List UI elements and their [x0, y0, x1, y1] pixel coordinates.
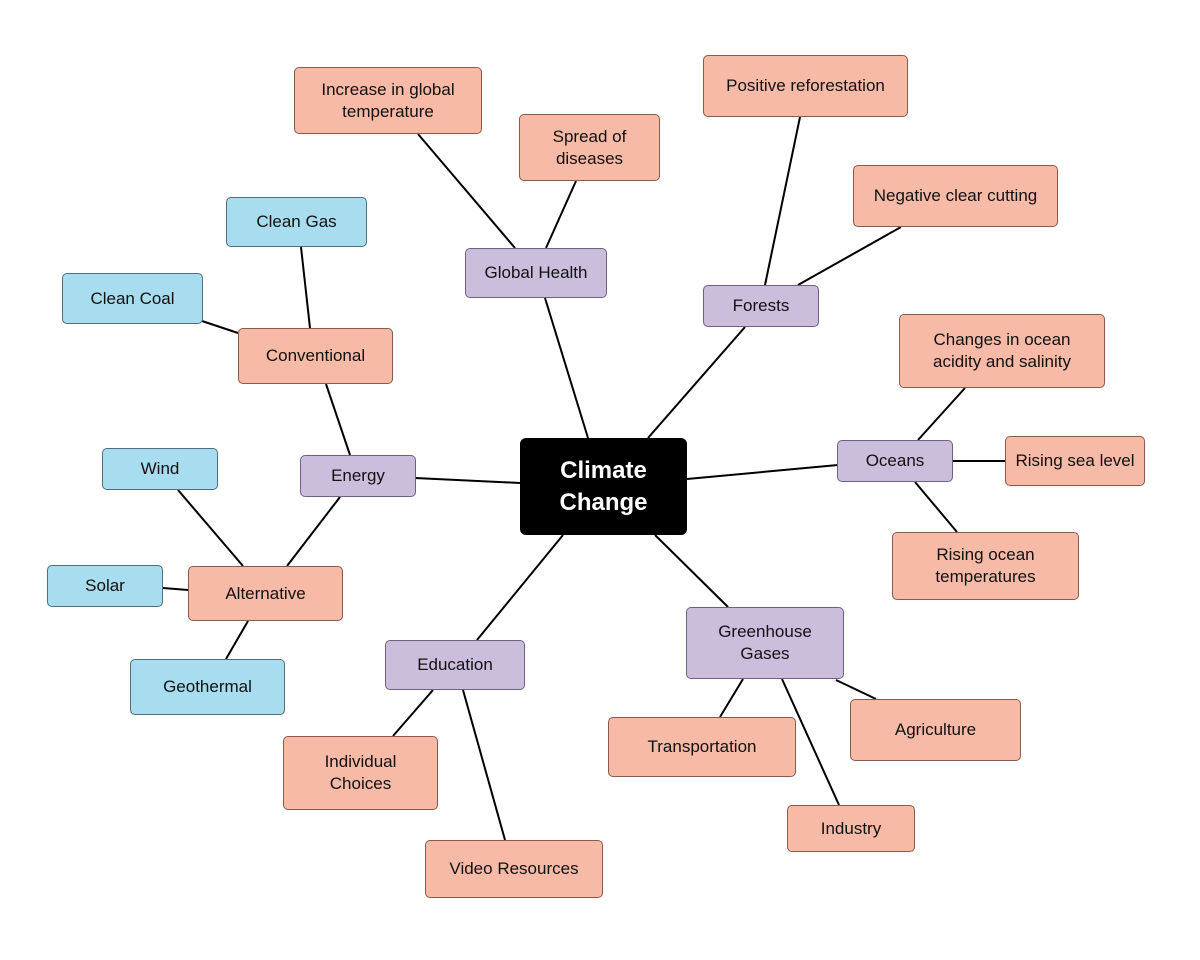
node-alternative[interactable]: Alternative [188, 566, 343, 621]
connector-center-oceans [686, 464, 839, 480]
node-rising-sea-level[interactable]: Rising sea level [1005, 436, 1145, 486]
connector-greenhouse-transportation [719, 678, 744, 718]
connector-alternative-solar [162, 587, 189, 591]
center-node-climate-change[interactable]: Climate Change [520, 438, 687, 535]
node-negative-clear-cutting[interactable]: Negative clear cutting [853, 165, 1058, 227]
node-forests[interactable]: Forests [703, 285, 819, 327]
node-spread-of-diseases[interactable]: Spread of diseases [519, 114, 660, 181]
connector-center-education [476, 534, 564, 641]
node-individual-choices[interactable]: Individual Choices [283, 736, 438, 810]
node-ocean-acidity-salinity[interactable]: Changes in ocean acidity and salinity [899, 314, 1105, 388]
connector-health-diseases [545, 180, 577, 249]
connector-forests-clear-cutting [797, 226, 902, 286]
node-transportation[interactable]: Transportation [608, 717, 796, 777]
connector-health-temperature [417, 133, 516, 249]
connector-center-global-health [544, 297, 589, 439]
connector-energy-alternative [286, 496, 341, 567]
node-rising-ocean-temperatures[interactable]: Rising ocean temperatures [892, 532, 1079, 600]
node-industry[interactable]: Industry [787, 805, 915, 852]
node-clean-coal[interactable]: Clean Coal [62, 273, 203, 324]
node-energy[interactable]: Energy [300, 455, 416, 497]
node-education[interactable]: Education [385, 640, 525, 690]
connector-center-energy [414, 477, 521, 484]
connector-greenhouse-industry [781, 678, 840, 806]
connector-center-forests [647, 326, 746, 439]
node-wind[interactable]: Wind [102, 448, 218, 490]
node-agriculture[interactable]: Agriculture [850, 699, 1021, 761]
connector-energy-conventional [325, 383, 351, 456]
connector-greenhouse-agriculture [835, 679, 877, 700]
connector-lines [162, 116, 1005, 841]
node-greenhouse-gases[interactable]: Greenhouse Gases [686, 607, 844, 679]
connector-center-greenhouse [654, 534, 729, 608]
node-increase-in-global-temperature[interactable]: Increase in global temperature [294, 67, 482, 134]
node-video-resources[interactable]: Video Resources [425, 840, 603, 898]
connector-conventional-clean-gas [300, 246, 311, 329]
connector-education-choices [392, 689, 434, 737]
connector-alternative-wind [177, 489, 244, 567]
connector-education-video [462, 689, 506, 841]
connector-oceans-acidity [917, 387, 966, 441]
connector-alternative-geothermal [225, 620, 249, 660]
connector-conventional-clean-coal [201, 320, 239, 334]
node-positive-reforestation[interactable]: Positive reforestation [703, 55, 908, 117]
node-oceans[interactable]: Oceans [837, 440, 953, 482]
node-solar[interactable]: Solar [47, 565, 163, 607]
node-global-health[interactable]: Global Health [465, 248, 607, 298]
node-clean-gas[interactable]: Clean Gas [226, 197, 367, 247]
connector-oceans-temperatures [914, 481, 958, 533]
connector-forests-reforestation [764, 116, 801, 286]
node-conventional[interactable]: Conventional [238, 328, 393, 384]
node-geothermal[interactable]: Geothermal [130, 659, 285, 715]
